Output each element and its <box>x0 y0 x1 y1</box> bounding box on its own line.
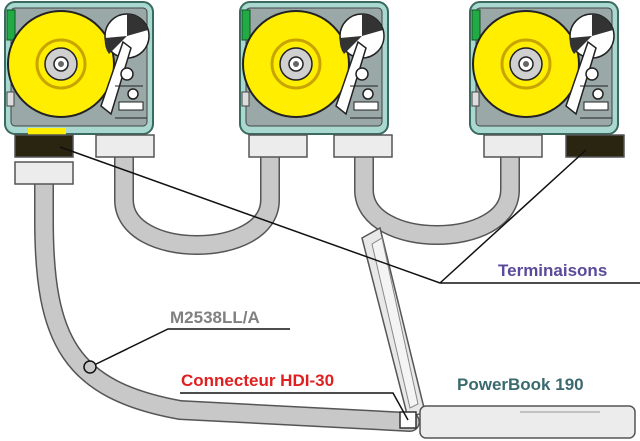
laptop-label: PowerBook 190 <box>457 375 584 394</box>
drive-2-port-left <box>248 134 308 158</box>
hard-drive-3 <box>468 0 620 136</box>
cable-model-label: M2538LL/A <box>170 308 260 327</box>
drive-2-port-right <box>333 134 393 158</box>
drive-3-port-left <box>483 134 543 158</box>
cable-pointer-dot <box>83 360 97 374</box>
terminators-label: Terminaisons <box>498 261 608 280</box>
drive-1-port-lower <box>14 161 74 185</box>
label-pointers <box>59 146 640 421</box>
powerbook-laptop <box>361 226 636 439</box>
scsi-cables <box>34 146 520 432</box>
drive-1-port-right <box>95 134 155 158</box>
drive-1-terminator <box>14 134 74 158</box>
drive-3-terminator <box>565 134 625 158</box>
drive-1-yellow-glint <box>28 128 66 136</box>
hard-drive-1 <box>3 0 155 136</box>
hard-drive-2 <box>238 0 390 136</box>
connector-label: Connecteur HDI-30 <box>181 371 335 390</box>
